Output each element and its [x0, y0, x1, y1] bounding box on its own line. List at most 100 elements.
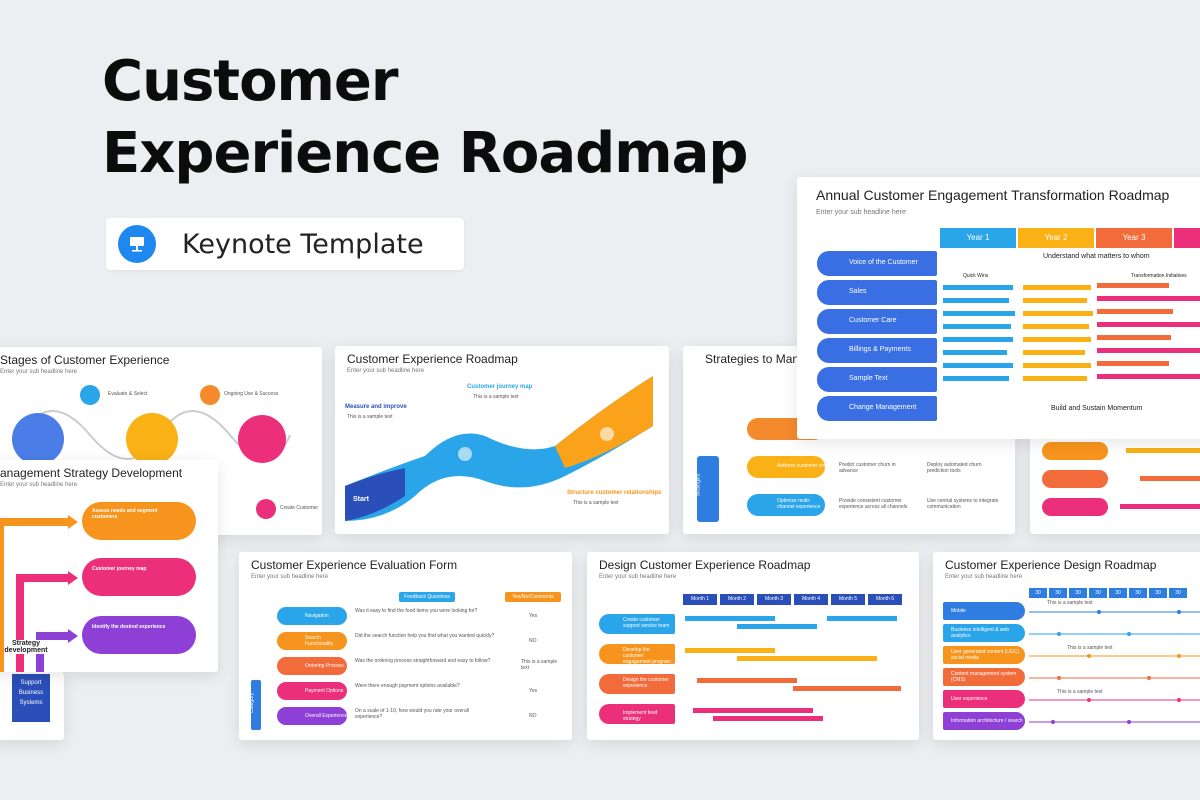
row-label: Billings & Payments: [849, 346, 911, 353]
gantt-bar: [693, 708, 813, 713]
strategies-vertical: [697, 456, 719, 522]
bar: [943, 285, 1013, 290]
support-line: Systems: [19, 700, 43, 706]
eval-answer: NO: [529, 713, 537, 719]
quick-wins: Quick Wins: [963, 273, 989, 279]
design2-row: Business intelligent & web analytics: [943, 624, 1025, 642]
day-header: 30: [1129, 588, 1147, 598]
eval-row: Payment Options Were there enough paymen…: [277, 681, 563, 703]
eval-row: Search Functionality Did the search func…: [277, 631, 563, 653]
slide-roadmap[interactable]: Customer Experience Roadmap Enter your s…: [335, 346, 669, 534]
slide-title: Stages of Customer Experience: [0, 353, 170, 367]
design2-row: Content management system (CMS): [943, 668, 1025, 686]
arrow-item: [1042, 498, 1108, 516]
gantt-bar: [737, 656, 877, 661]
month-header: Month 2: [720, 594, 754, 605]
slide-annual-continued[interactable]: [1030, 420, 1200, 534]
bar: [1097, 374, 1200, 379]
management-item: [82, 502, 196, 540]
eval-answer: This is a sample text: [521, 659, 558, 671]
eval-rows: Navigation Was it easy to find the food …: [277, 606, 563, 728]
slide-title: Design Customer Experience Roadmap: [599, 558, 811, 572]
month-label: Month 5: [838, 596, 858, 602]
yellow-bars: [1023, 285, 1093, 389]
bar: [1023, 311, 1093, 316]
bar: [1097, 283, 1169, 288]
slide-subtitle: Enter your sub headline here: [816, 209, 906, 216]
day-label: 30: [1155, 590, 1161, 596]
gantt-bar: [737, 624, 817, 629]
annual-row: Change Management: [817, 396, 937, 421]
design2-row-label: User generated content (UGC) social medi…: [951, 649, 1020, 661]
eval-label: Navigation: [305, 613, 329, 619]
design2-row: Information architecture / search: [943, 712, 1025, 730]
bar: [1120, 504, 1200, 509]
hero-title-line1: Customer: [102, 49, 399, 114]
stages-diagram: [12, 385, 291, 519]
eval-label: Search Functionality: [305, 635, 334, 647]
eval-answer: NO: [529, 638, 537, 644]
management-item: [82, 616, 196, 654]
bar: [1097, 296, 1200, 301]
slide-management[interactable]: anagement Strategy Development Enter you…: [0, 460, 218, 672]
day-label: 30: [1175, 590, 1181, 596]
eval-label: Overall Experience: [305, 713, 348, 719]
keynote-icon: [118, 225, 156, 263]
year-header: [1174, 228, 1200, 248]
eval-row: Overall Experience On a scale of 1-10, h…: [277, 706, 563, 728]
annual-row: Billings & Payments: [817, 338, 937, 363]
design-row: Develop the customer engagement program: [599, 644, 675, 665]
sample-text: This is a sample text: [1067, 645, 1113, 651]
eval-pill: [277, 632, 347, 650]
sample-text: This is a sample text: [573, 500, 619, 506]
management-item-label: Customer journey map: [92, 566, 147, 572]
arrow-item: [1042, 442, 1108, 460]
row-label: Change Management: [849, 404, 917, 411]
day-header: 30: [1149, 588, 1167, 598]
month-header: Month 4: [794, 594, 828, 605]
strategy-center: Strategy development: [4, 640, 48, 654]
strategy-item: [747, 456, 825, 478]
design-row-label: Create customer support service team: [623, 617, 670, 629]
slide-annual[interactable]: Annual Customer Engagement Transformatio…: [797, 177, 1200, 439]
day-label: 30: [1135, 590, 1141, 596]
bar: [1097, 361, 1169, 366]
stage-label: Create Customer: [280, 505, 319, 511]
gantt-bar: [793, 686, 901, 691]
bar: [1023, 285, 1091, 290]
sample-text: This is a sample text: [473, 394, 519, 400]
arrow-item: [1042, 470, 1108, 488]
month-label: Month 2: [727, 596, 747, 602]
strategy-cell: Deploy automated churn prediction tools: [927, 462, 982, 474]
category-label: Category: [249, 692, 256, 714]
headline: Understand what matters to whom: [1043, 253, 1150, 260]
slide-title: Annual Customer Engagement Transformatio…: [816, 187, 1170, 203]
day-header: 30: [1169, 588, 1187, 598]
day-header: 30: [1109, 588, 1127, 598]
day-label: 30: [1055, 590, 1061, 596]
eval-question: Was the ordering process straightforward…: [355, 658, 491, 664]
design-row: Implement feed strategy: [599, 704, 675, 724]
gantt-bar: [685, 648, 775, 653]
start-label: Start: [353, 496, 369, 503]
eval-question: Were there enough payment options availa…: [355, 683, 460, 689]
gantt-bar: [685, 616, 775, 621]
slide-evaluation[interactable]: Customer Experience Evaluation Form Ente…: [239, 552, 572, 740]
bar: [1126, 448, 1200, 453]
slide-subtitle: Enter your sub headline here: [251, 574, 329, 580]
slide-design2[interactable]: Customer Experience Design Roadmap Enter…: [933, 552, 1200, 740]
day-headers: 30 30 30 30 30 30 30 30: [1029, 588, 1187, 598]
slide-title: Customer Experience Design Roadmap: [945, 558, 1157, 572]
orange-bars: [1097, 283, 1200, 387]
annual-row: Sales: [817, 280, 937, 305]
eval-question: Did the search function help you find wh…: [355, 633, 495, 639]
design2-row: Mobile: [943, 602, 1025, 620]
management-item-label: Assess needs and segment customers: [92, 508, 158, 520]
slide-design[interactable]: Design Customer Experience Roadmap Enter…: [587, 552, 919, 740]
year-header: Year 2: [1018, 228, 1094, 248]
sample-text: This is a sample text: [1047, 600, 1093, 606]
keynote-badge: Keynote Template: [106, 218, 464, 270]
roadmap-ribbon: [345, 376, 653, 521]
bar: [1097, 335, 1171, 340]
stage-label: Ongoing Use & Success: [224, 391, 279, 397]
